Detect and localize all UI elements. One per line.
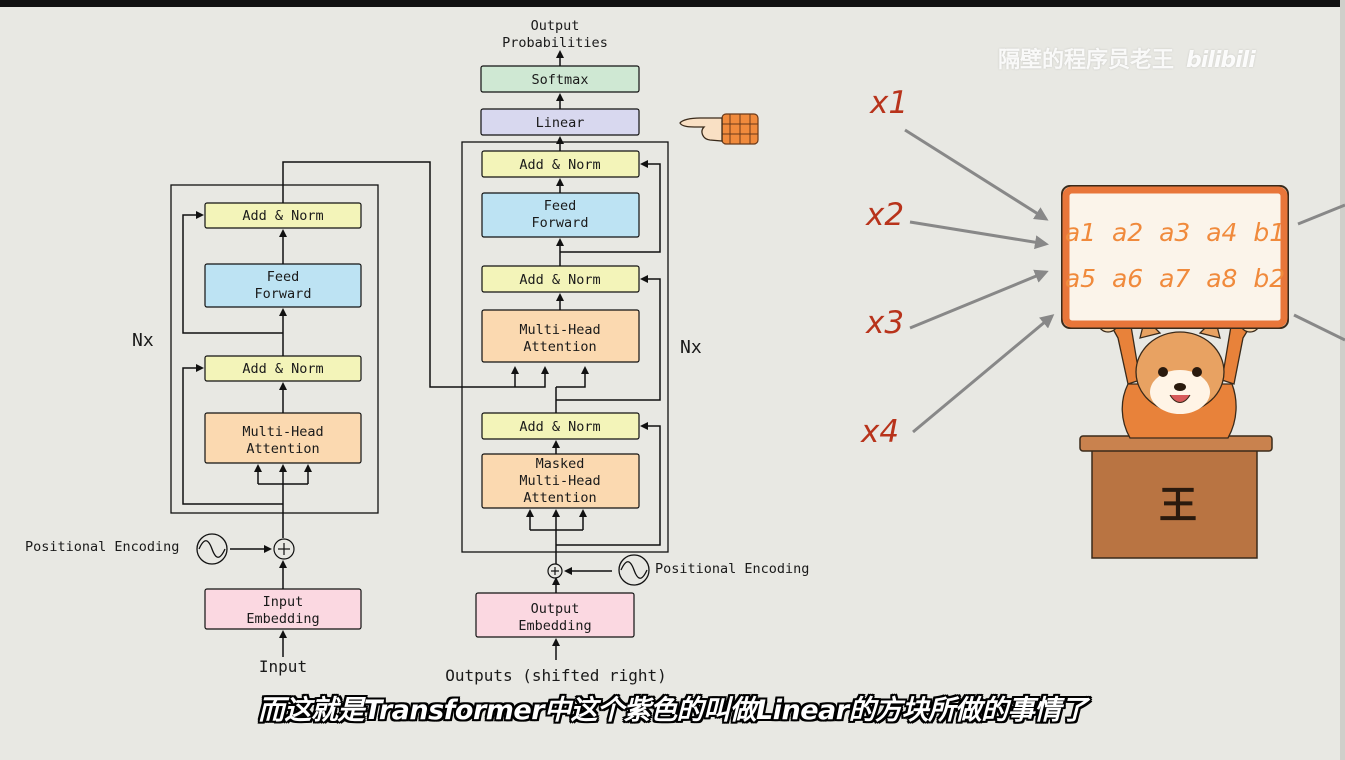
- decoder-arrows: [526, 50, 661, 660]
- podium: 王: [1079, 435, 1273, 559]
- input-label-x3: x3: [865, 305, 904, 341]
- encoder-add-symbol: [273, 538, 295, 560]
- encoder-frame: [170, 184, 379, 514]
- decoder-frame: [461, 141, 669, 553]
- pointing-hand-icon: [679, 113, 759, 145]
- svg-text:Forward: Forward: [532, 215, 589, 231]
- encoder-input-embedding: Input Embedding: [204, 588, 362, 630]
- svg-text:Add & Norm: Add & Norm: [519, 272, 600, 288]
- whiteboard: a1 a2 a3 a4 b1 a5 a6 a7 a8 b2: [1061, 185, 1289, 329]
- svg-text:Forward: Forward: [255, 286, 312, 302]
- encoder-input-label: Input: [259, 657, 307, 676]
- svg-text:Feed: Feed: [544, 198, 577, 214]
- board-row-2: a5 a6 a7 a8 b2: [1065, 264, 1285, 293]
- input-arrows: [904, 128, 1345, 434]
- outputs-shifted-right-label: Outputs (shifted right): [445, 666, 667, 685]
- subtitle-caption: 而这就是Transformer中这个紫色的叫做Linear的方块所做的事情了: [257, 695, 1088, 726]
- encoder-add-norm-bottom: Add & Norm: [204, 355, 362, 382]
- svg-text:Add & Norm: Add & Norm: [242, 208, 323, 224]
- svg-text:Embedding: Embedding: [518, 618, 591, 634]
- svg-text:Multi-Head: Multi-Head: [519, 473, 600, 489]
- svg-text:Embedding: Embedding: [246, 611, 319, 627]
- svg-text:Attention: Attention: [523, 339, 596, 355]
- svg-text:Attention: Attention: [523, 490, 596, 506]
- decoder-positional-encoding-label: Positional Encoding: [655, 561, 809, 577]
- svg-text:Add & Norm: Add & Norm: [519, 157, 600, 173]
- encoder-add-norm-top: Add & Norm: [204, 202, 362, 229]
- decoder-add-symbol: [547, 563, 563, 579]
- decoder-nx-label: Nx: [680, 337, 702, 358]
- decoder-add-norm-mid: Add & Norm: [481, 265, 640, 293]
- board-row-1: a1 a2 a3 a4 b1: [1065, 218, 1285, 247]
- bilibili-logo: bilibili: [1186, 48, 1256, 73]
- svg-text:Masked: Masked: [536, 456, 585, 472]
- right-edge-strip: [1340, 0, 1345, 760]
- shiba-dog: [1097, 311, 1261, 439]
- illustration: x1 x2 x3 x4 王: [860, 85, 1345, 559]
- svg-text:Add & Norm: Add & Norm: [242, 361, 323, 377]
- svg-text:Attention: Attention: [246, 441, 319, 457]
- svg-text:Linear: Linear: [536, 115, 585, 131]
- decoder-add-norm-bottom: Add & Norm: [481, 412, 640, 440]
- decoder-output-embedding: Output Embedding: [475, 592, 635, 638]
- svg-text:Multi-Head: Multi-Head: [242, 424, 323, 440]
- input-label-x1: x1: [869, 85, 908, 121]
- decoder: Output Probabilities Softmax Linear Nx A…: [445, 18, 809, 685]
- encoder-nx-label: Nx: [132, 330, 154, 351]
- top-bar: [0, 0, 1345, 7]
- podium-character: 王: [1159, 483, 1197, 527]
- svg-text:Softmax: Softmax: [532, 72, 589, 88]
- decoder-multi-head-attention: Multi-Head Attention: [481, 309, 640, 363]
- encoder-multi-head-attention: Multi-Head Attention: [204, 412, 362, 464]
- output-probabilities-line1: Output: [531, 18, 580, 34]
- input-label-x2: x2: [865, 197, 904, 233]
- decoder-linear: Linear: [480, 108, 640, 136]
- svg-text:Output: Output: [531, 601, 580, 617]
- svg-text:Feed: Feed: [267, 269, 300, 285]
- output-probabilities-line2: Probabilities: [502, 35, 608, 51]
- input-label-x4: x4: [860, 414, 899, 450]
- decoder-masked-multi-head-attention: Masked Multi-Head Attention: [481, 453, 640, 509]
- svg-text:Add & Norm: Add & Norm: [519, 419, 600, 435]
- decoder-softmax: Softmax: [480, 65, 640, 93]
- encoder: Nx Add & Norm Feed Forward Add & Norm Mu…: [25, 161, 549, 676]
- svg-text:Multi-Head: Multi-Head: [519, 322, 600, 338]
- svg-text:Input: Input: [263, 594, 304, 610]
- watermark-author: 隔壁的程序员老王: [998, 48, 1175, 73]
- watermark: 隔壁的程序员老王 bilibili: [998, 42, 1256, 74]
- decoder-feed-forward: Feed Forward: [481, 192, 640, 238]
- encoder-positional-encoding-label: Positional Encoding: [25, 539, 179, 555]
- decoder-sine-wave-icon: [618, 554, 650, 586]
- encoder-arrows: [182, 161, 549, 657]
- decoder-add-norm-top: Add & Norm: [481, 150, 640, 178]
- encoder-feed-forward: Feed Forward: [204, 263, 362, 308]
- encoder-sine-wave-icon: [196, 533, 228, 565]
